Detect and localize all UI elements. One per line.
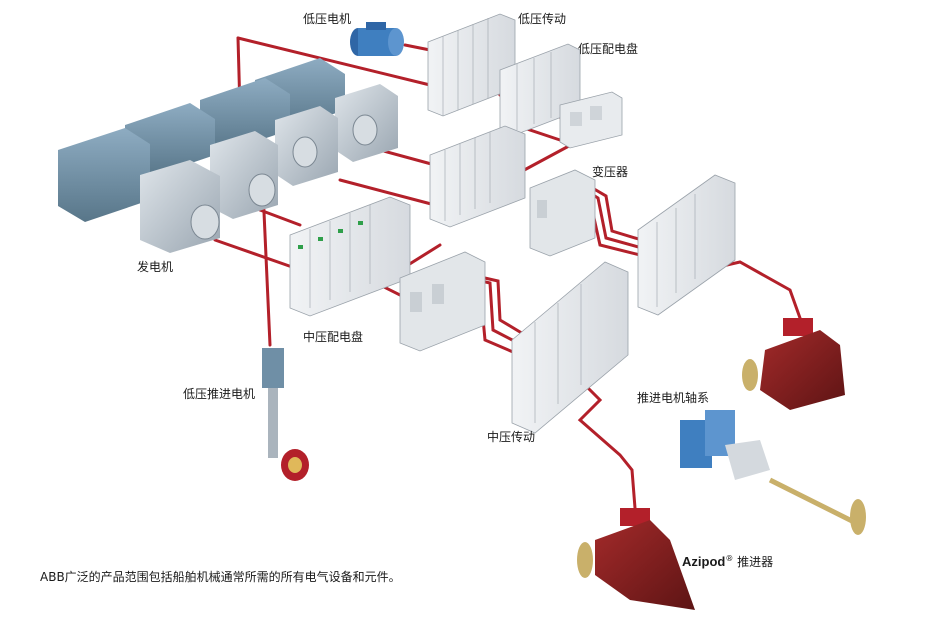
cable-gen4-to-board xyxy=(213,238,297,270)
label-mv-switchboard: 中压配电盘 xyxy=(303,330,364,344)
label-lv-propulsion-motor: 低压推进电机 xyxy=(183,387,256,401)
mv-drive-right xyxy=(637,174,736,316)
label-azipod: Azipod® 推进器 xyxy=(682,553,773,570)
cable-to-lv-prop xyxy=(261,188,272,347)
cable-gen2-to-board xyxy=(338,178,437,207)
small-transformer-box xyxy=(559,91,623,149)
label-lv-motor: 低压电机 xyxy=(303,12,352,26)
label-generator: 发电机 xyxy=(137,260,174,274)
lv-drive-cabinets xyxy=(427,13,516,117)
propulsion-shaftline xyxy=(680,410,866,535)
azipod-reg-mark: ® xyxy=(725,554,734,563)
label-lv-drive: 低压传动 xyxy=(518,12,567,26)
label-lv-switchboard: 低压配电盘 xyxy=(578,42,639,56)
cable-gen3-to-board xyxy=(378,148,437,167)
cable-xfmr2-c xyxy=(587,184,647,243)
transformer-lower xyxy=(399,251,486,352)
mv-switchboard-main xyxy=(289,196,411,317)
azipod-right xyxy=(742,318,845,410)
transformer-mid xyxy=(529,169,596,257)
mv-switchboard-upper xyxy=(429,125,526,228)
caption: ABB广泛的产品范围包括船舶机械通常所需的所有电气设备和元件。 xyxy=(40,570,401,584)
cable-gen1-to-board xyxy=(258,208,302,227)
label-mv-drive: 中压传动 xyxy=(487,430,536,444)
lv-propulsion-motor xyxy=(262,348,309,481)
azipod-suffix: 推进器 xyxy=(733,555,774,569)
engines-generators xyxy=(58,58,398,253)
cable-drive-to-azipod-left xyxy=(577,378,637,510)
label-propulsion-shaftline: 推进电机轴系 xyxy=(637,391,710,405)
cable-xfmr-to-drive-c xyxy=(474,274,527,337)
lv-motor xyxy=(350,22,404,56)
azipod-brand: Azipod xyxy=(682,554,726,569)
mv-drive-lower xyxy=(511,261,629,434)
azipod-left xyxy=(577,508,695,610)
cable-top-run-2 xyxy=(236,36,432,87)
label-transformer: 变压器 xyxy=(592,165,629,179)
